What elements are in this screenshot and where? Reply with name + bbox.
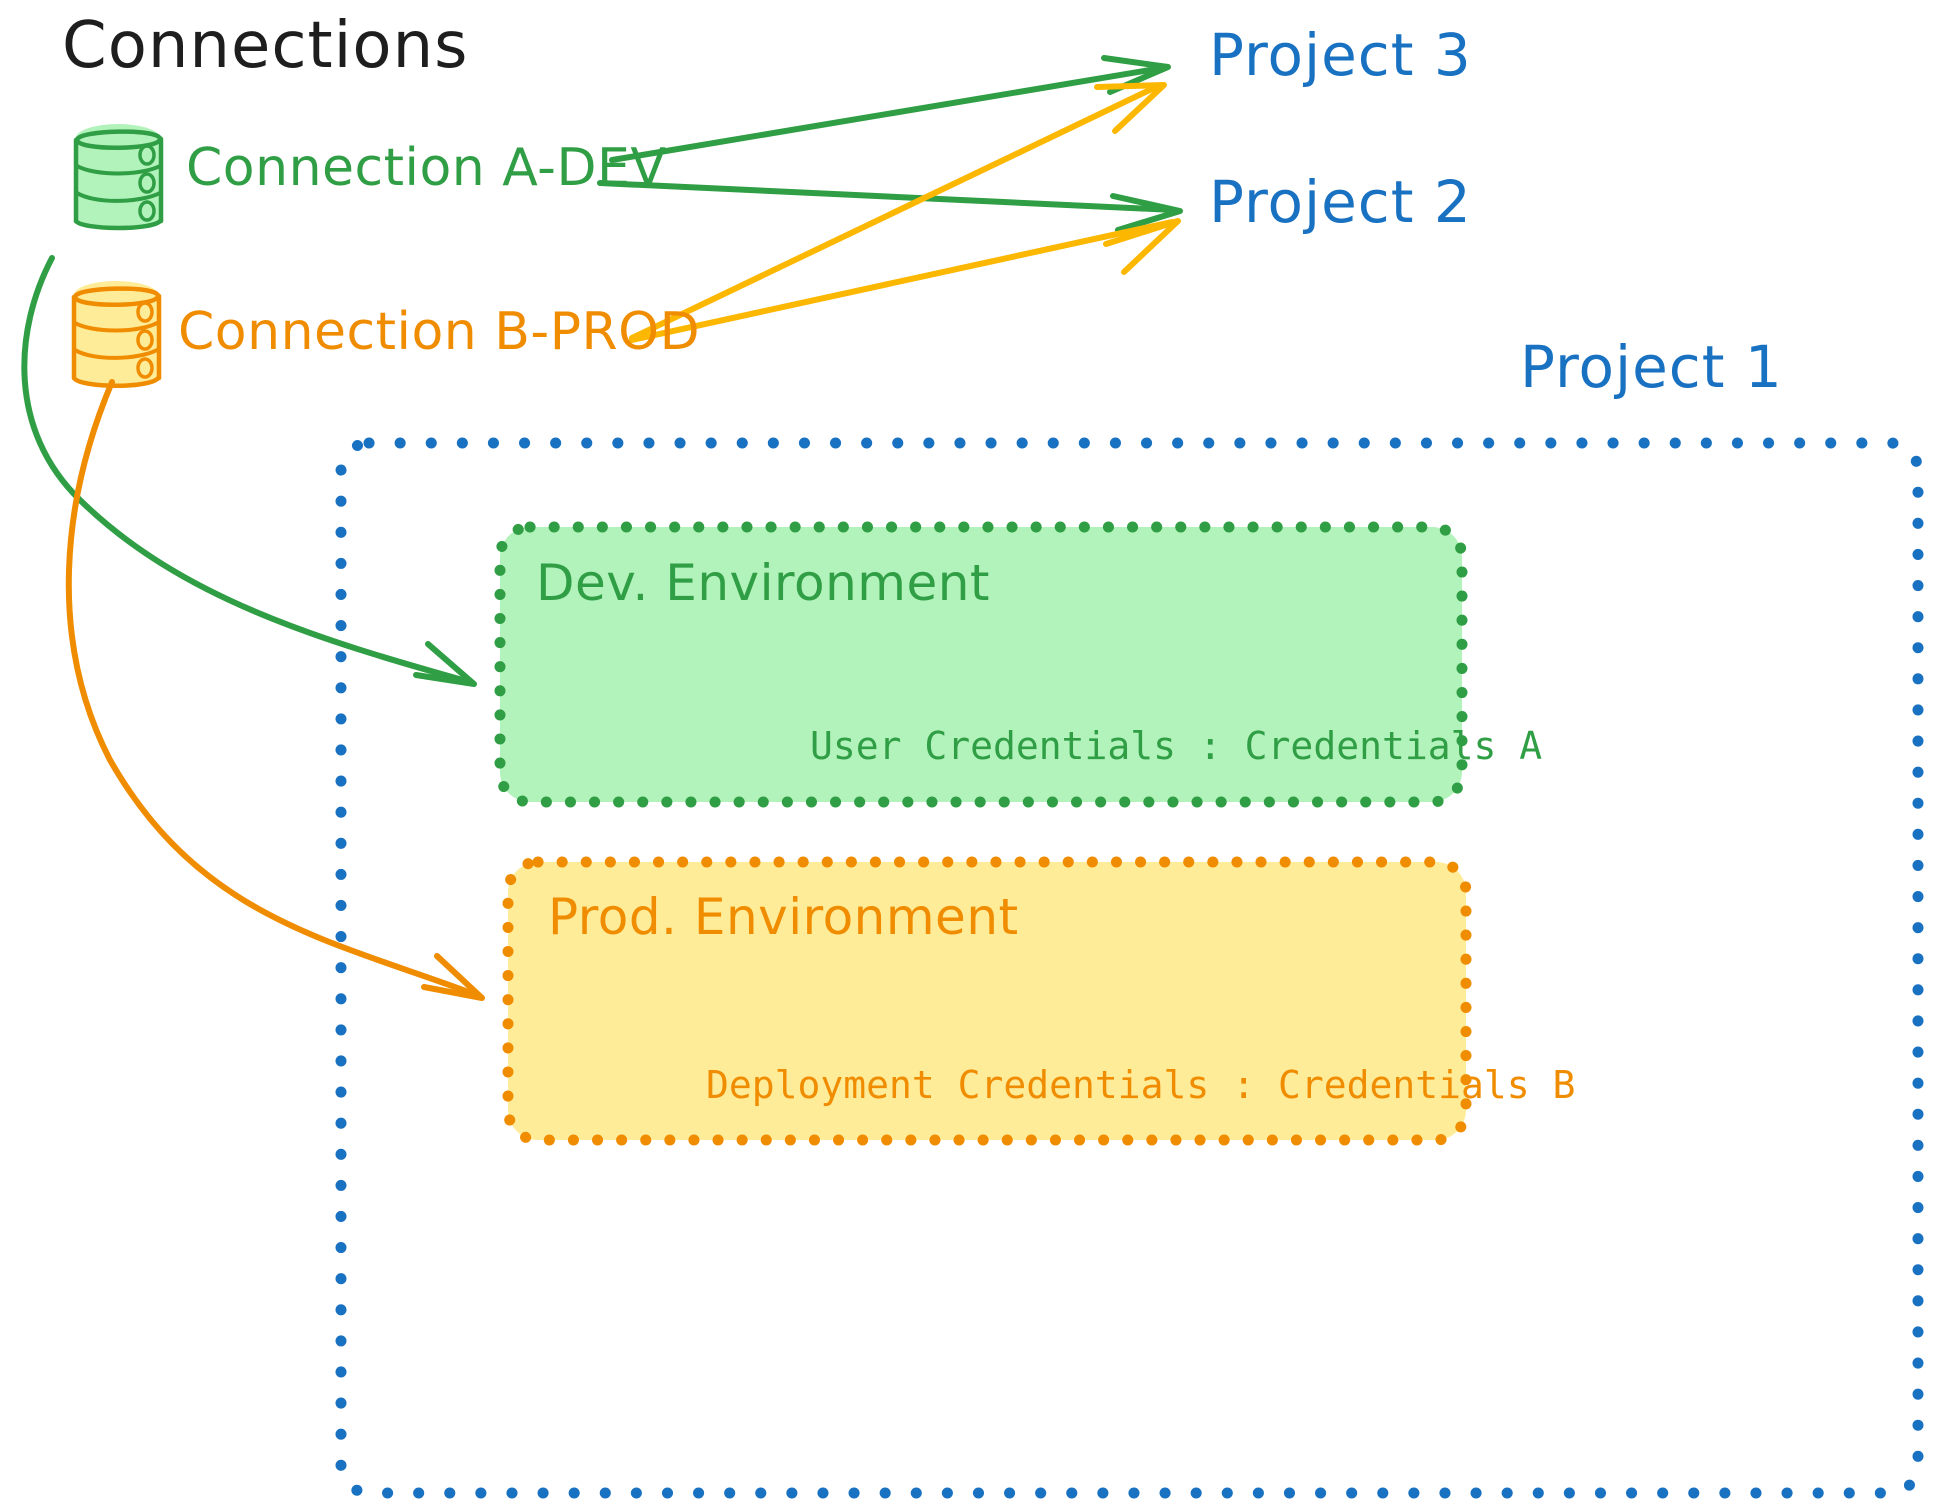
arrow-conn-b-to-project-3 [629,82,1167,341]
page-title: Connections [62,9,469,83]
arrow-conn-b-to-prod-environment [65,379,485,1001]
arrow-conn-a-to-project-2 [597,180,1183,233]
dev-environment-credentials: User Credentials : Credentials A [810,724,1543,768]
arrow-conn-a-to-dev-environment [21,255,477,687]
database-cylinder-icon-green [73,124,164,231]
project-2-label[interactable]: Project 2 [1209,168,1472,236]
arrow-conn-a-to-project-3 [609,55,1171,163]
dev-environment-box [494,521,1468,808]
database-cylinder-icon-orange [71,281,162,388]
connection-a-dev-label[interactable]: Connection A-DEV [186,138,667,198]
project-1-container-border [335,437,1924,1499]
connection-b-prod-label[interactable]: Connection B-PROD [178,302,701,362]
arrow-conn-b-to-project-2 [629,218,1181,343]
project-1-label[interactable]: Project 1 [1520,333,1783,401]
prod-environment-title: Prod. Environment [548,888,1019,946]
prod-environment-credentials: Deployment Credentials : Credentials B [706,1063,1576,1107]
project-3-label[interactable]: Project 3 [1209,21,1472,89]
prod-environment-box [502,856,1472,1146]
dev-environment-title: Dev. Environment [536,554,991,612]
